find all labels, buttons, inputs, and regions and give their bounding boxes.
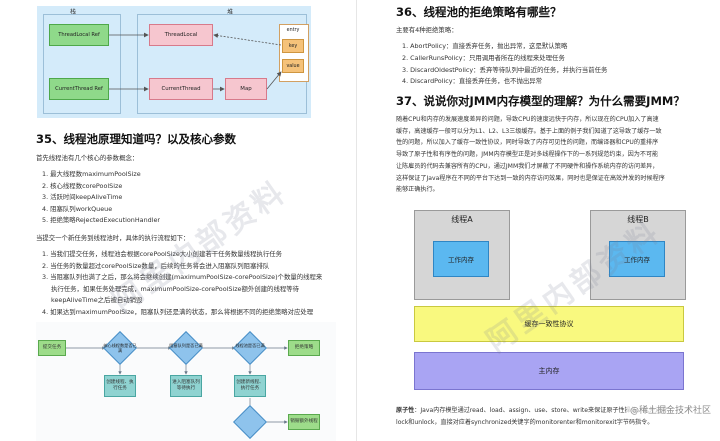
section35-intro: 首先线程池有几个核心的参数概念： — [36, 154, 139, 162]
thread-a-label: 线程A — [451, 214, 473, 224]
list-item: 2. 核心线程数corePoolSize — [42, 181, 123, 190]
core-params-list: 1. 最大线程数maximumPoolSize 2. 核心线程数corePool… — [42, 169, 160, 227]
threadlocal-ref-box: ThreadLocal Ref — [49, 24, 109, 46]
flow-decision-core-label: 核心线程数是否已满 — [103, 343, 137, 353]
list-item: 1. 最大线程数maximumPoolSize — [42, 170, 141, 178]
flow-submit-task: 提交任务 — [38, 340, 66, 356]
left-page: 栈 堆 ThreadLocal Ref CurrentThread Ref Th… — [0, 0, 357, 441]
list-item: 4. 阻塞队列workQueue — [42, 204, 113, 213]
stack-label: 栈 — [70, 9, 77, 16]
flow-decision-pool-label: 线程池是否已满 — [235, 343, 265, 348]
arrow-key-to-threadlocal — [213, 33, 282, 46]
list-item: 1. AbortPolicy：直接丢弃任务，抛出异常，这是默认策略 — [402, 42, 568, 50]
map-box: Map — [225, 78, 267, 100]
section35-title: 35、线程池原理知道吗？以及核心参数 — [36, 132, 237, 146]
list-item: 1. 当我们提交任务，线程池会根据corePoolSize大小创建若干任务数量线… — [42, 250, 283, 258]
right-page: 36、线程池的拒绝策略有哪些？ 主要有4种拒绝策略： 1. AbortPolic… — [358, 0, 720, 441]
threadlocal-box: ThreadLocal — [149, 24, 213, 46]
key-box: key — [282, 39, 304, 53]
heap-label: 堆 — [227, 9, 234, 16]
atomicity-paragraph: 原子性：Java内存模型通过read、load、assign、use、store… — [396, 407, 668, 426]
list-item: 3. 当阻塞队列也满了之后，那么将会继续创建(maximumPoolSize-c… — [42, 273, 323, 282]
list-item: 执行任务，如果任务处理完成，maximumPoolSize-corePoolSi… — [51, 284, 300, 293]
section37-paragraph: 随着CPU和内存的发展速度差异的问题，导致CPU的速度远快于内存，所以现在的CP… — [396, 116, 665, 194]
list-item: 4. 如果达到maximumPoolSize，阻塞队列还是满的状态，那么将根据不… — [42, 307, 314, 316]
main-memory: 主内存 — [414, 352, 684, 390]
list-item: 2. 当任务的数量超过corePoolSize数量，后续的任务将会进入阻塞队列阻… — [42, 261, 270, 270]
credit-text: @稀土掘金技术社区 — [626, 402, 714, 417]
jmm-diagram: 线程A 工作内存 线程B 工作内存 缓存一致性协议 主内存 — [410, 208, 690, 396]
stack-panel — [43, 14, 121, 114]
reject-policies-list: 1. AbortPolicy：直接丢弃任务，抛出异常，这是默认策略 2. Cal… — [402, 41, 607, 88]
section36-intro: 主要有4种拒绝策略： — [396, 26, 458, 34]
flow-destroy-extra: 销毁额外线程 — [288, 414, 320, 430]
section37-title: 37、说说你对JMM内存模型的理解？为什么需要JMM？ — [396, 94, 685, 108]
currentthread-ref-box: CurrentThread Ref — [49, 78, 109, 100]
entry-label: entry — [286, 27, 300, 33]
flow-intro: 当提交一个新任务到线程池时，具体的执行流程如下： — [36, 234, 190, 242]
thread-b-panel: 线程B 工作内存 — [590, 210, 686, 300]
entry-box: entry key value — [279, 24, 309, 82]
list-item: keepAliveTime之后被自动销毁 — [51, 296, 143, 305]
thread-a-panel: 线程A 工作内存 — [414, 210, 510, 300]
thread-b-label: 线程B — [627, 214, 649, 224]
flow-create-core-thread: 创建线程、执行任务 — [104, 375, 136, 397]
arrow-map-to-entry — [266, 71, 282, 90]
list-item: 2. CallerRunsPolicy：只用调用者所在的线程来处理任务 — [402, 53, 565, 62]
list-item: 3. DiscardOldestPolicy：丢弃等待队列中最近的任务，并执行当… — [402, 65, 608, 74]
diagram-arrows — [109, 32, 282, 92]
threadlocal-diagram: 栈 堆 ThreadLocal Ref CurrentThread Ref Th… — [37, 6, 311, 118]
flow-create-extra-thread: 创建新线程、执行任务 — [234, 375, 266, 397]
list-item: 4. DiscardPolicy：直接丢弃任务，也不抛出异常 — [402, 77, 543, 86]
execution-steps: 1. 当我们提交任务，线程池会根据corePoolSize大小创建若干任务数量线… — [42, 249, 342, 319]
list-item: 5. 拒绝策略RejectedExecutionHandler — [42, 216, 161, 225]
working-memory-b: 工作内存 — [609, 241, 665, 277]
flow-enqueue: 进入阻塞队列等待执行 — [170, 375, 202, 397]
section36-title: 36、线程池的拒绝策略有哪些？ — [396, 5, 562, 19]
flow-decision-queue-label: 阻塞队列是否已满 — [169, 343, 203, 348]
atomicity-label: 原子性 — [396, 407, 415, 414]
list-item: 3. 活跃时间keepAliveTime — [42, 193, 123, 202]
threadpool-flowchart: 提交任务 核心线程数是否已满 阻塞队列是否已满 线程池是否已满 拒绝策略 创建线… — [36, 322, 336, 441]
working-memory-a: 工作内存 — [433, 241, 489, 277]
cache-coherence-protocol: 缓存一致性协议 — [414, 306, 684, 342]
flow-reject-policy: 拒绝策略 — [288, 340, 320, 356]
value-box: value — [282, 59, 304, 73]
currentthread-box: CurrentThread — [149, 78, 213, 100]
